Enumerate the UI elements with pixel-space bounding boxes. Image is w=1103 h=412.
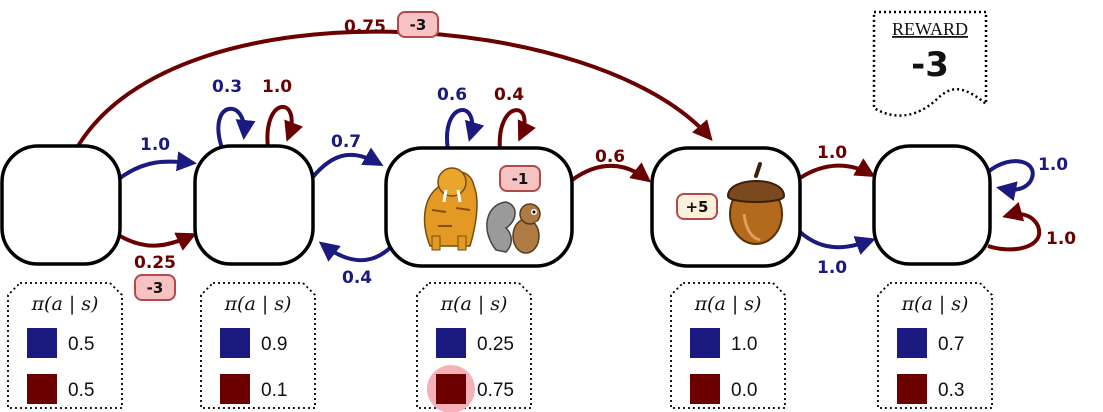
action-b-probability: 0.1 xyxy=(261,380,287,401)
state-s4-reward-badge: +5 xyxy=(676,193,718,220)
action-a-probability: 0.9 xyxy=(261,334,287,355)
action-b-swatch xyxy=(27,374,57,404)
reward-card-value: -3 xyxy=(911,45,949,85)
action-a-probability: 0.25 xyxy=(477,334,514,355)
action-b-swatch xyxy=(436,374,466,404)
policy-panel-s3: π(a | s) 0.25 0.75 xyxy=(416,282,532,412)
action-a-swatch xyxy=(220,328,250,358)
label-s2-s3-a: 0.7 xyxy=(331,132,361,152)
svg-text:+5: +5 xyxy=(685,198,708,216)
policy-panel-s4: π(a | s) 1.0 0.0 xyxy=(670,282,786,409)
edge-s3-s3-a xyxy=(444,108,485,151)
edge-s4-s5-a xyxy=(798,230,876,255)
edge-s3-s4-b xyxy=(570,162,652,183)
label-s4-s5-a: 1.0 xyxy=(817,258,847,278)
edge-s1-s4-b xyxy=(76,29,713,148)
action-b-probability: 0.5 xyxy=(68,380,94,401)
state-s2 xyxy=(193,144,315,266)
transitions xyxy=(76,29,1042,262)
policy-title: π(a | s) xyxy=(440,293,508,315)
edge-s5-s5-b xyxy=(987,201,1042,252)
label-s3-s4-b: 0.6 xyxy=(595,147,625,167)
policy-panel-s5: π(a | s) 0.7 0.3 xyxy=(877,282,993,409)
label-s3-s2-a: 0.4 xyxy=(342,268,372,288)
action-a-probability: 0.5 xyxy=(68,334,94,355)
svg-text:-3: -3 xyxy=(410,16,427,34)
label-s2-s2-b: 1.0 xyxy=(262,77,292,97)
edge-reward-badge-bottom: -3 xyxy=(134,274,176,301)
edge-s4-s5-b xyxy=(798,158,876,180)
action-b-swatch xyxy=(220,374,250,404)
edge-s2-s2-b xyxy=(265,105,304,149)
state-s3-reward-badge: -1 xyxy=(499,165,541,192)
label-s1-s2-a: 1.0 xyxy=(140,135,170,155)
state-s3 xyxy=(384,146,574,268)
state-s1 xyxy=(0,144,122,266)
policy-title: π(a | s) xyxy=(901,293,969,315)
edge-s2-s2-a xyxy=(216,106,256,149)
label-s2-s2-a: 0.3 xyxy=(212,77,242,97)
label-s5-s5-a: 1.0 xyxy=(1038,155,1068,175)
action-b-swatch xyxy=(897,374,927,404)
policy-title: π(a | s) xyxy=(31,293,99,315)
action-a-swatch xyxy=(27,328,57,358)
label-s1-s4-b: 0.75 xyxy=(344,17,386,37)
reward-card: REWARD -3 xyxy=(872,10,988,117)
action-b-probability: 0.75 xyxy=(477,380,514,401)
edge-s3-s3-b xyxy=(497,108,536,151)
edge-s2-s3-a xyxy=(310,147,384,180)
label-s5-s5-b: 1.0 xyxy=(1046,229,1076,249)
squirrel-icon xyxy=(486,201,541,254)
action-a-swatch xyxy=(436,328,466,358)
policy-panel-s1: π(a | s) 0.5 0.5 xyxy=(7,282,123,409)
label-s3-s3-b: 0.4 xyxy=(494,85,524,105)
label-s3-s3-a: 0.6 xyxy=(437,85,467,105)
action-a-swatch xyxy=(897,328,927,358)
reward-card-label: REWARD xyxy=(892,19,968,39)
edge-s3-s2-a xyxy=(318,241,394,262)
svg-text:-1: -1 xyxy=(512,170,529,188)
action-a-swatch xyxy=(690,328,720,358)
action-b-probability: 0.0 xyxy=(731,380,757,401)
action-b-swatch xyxy=(690,374,720,404)
action-a-probability: 1.0 xyxy=(731,334,757,355)
edge-s1-s2-a xyxy=(118,151,197,180)
sabertooth-tiger-icon xyxy=(423,167,478,251)
state-s5 xyxy=(872,144,992,266)
policy-title: π(a | s) xyxy=(224,293,292,315)
action-a-probability: 0.7 xyxy=(938,334,964,355)
svg-text:-3: -3 xyxy=(147,279,164,297)
label-s1-s2-b: 0.25 xyxy=(134,253,176,273)
edge-s5-s5-a xyxy=(986,159,1035,201)
policy-panel-s2: π(a | s) 0.9 0.1 xyxy=(200,282,316,409)
action-b-probability: 0.3 xyxy=(938,380,964,401)
edge-labels: 0.75 1.0 0.25 0.3 1.0 0.7 0.6 0.4 0.4 0.… xyxy=(134,17,1076,288)
acorn-icon xyxy=(726,162,786,245)
edge-reward-badge-top: -3 xyxy=(397,11,439,38)
label-s4-s5-b: 1.0 xyxy=(817,143,847,163)
policy-title: π(a | s) xyxy=(694,293,762,315)
edge-s1-s2-b xyxy=(119,232,197,251)
